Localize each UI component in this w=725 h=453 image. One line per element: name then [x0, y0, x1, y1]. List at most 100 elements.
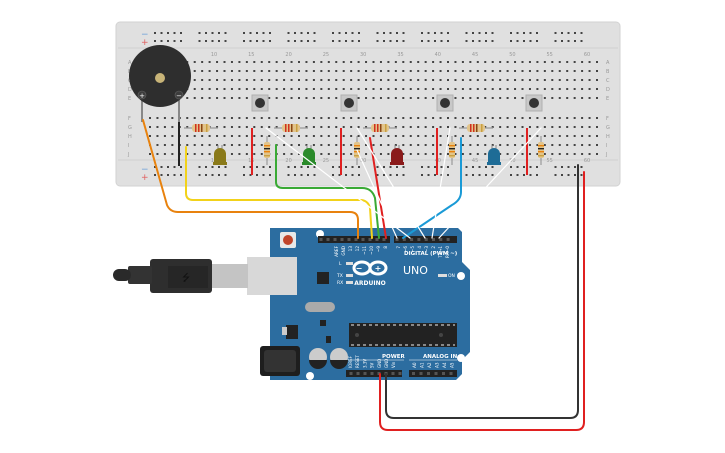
header-socket[interactable] — [402, 238, 406, 241]
pushbutton-1[interactable] — [251, 94, 269, 112]
terminal-hole — [387, 135, 390, 137]
header-socket[interactable] — [419, 372, 423, 375]
terminal-hole — [506, 70, 509, 72]
header-socket[interactable] — [439, 238, 443, 241]
terminal-hole — [588, 153, 591, 155]
header-socket[interactable] — [377, 372, 381, 375]
rail-hole — [383, 174, 385, 176]
terminal-hole — [387, 97, 390, 99]
header-socket[interactable] — [434, 372, 438, 375]
pushbutton-4[interactable] — [525, 94, 543, 112]
terminal-hole — [342, 61, 345, 63]
header-socket[interactable] — [395, 238, 399, 241]
rail-hole — [307, 40, 309, 42]
header-socket[interactable] — [412, 372, 415, 375]
digital-pin-label: 2 — [431, 246, 436, 249]
header-socket[interactable] — [347, 238, 351, 241]
rail-hole — [485, 40, 487, 42]
resistor[interactable] — [538, 136, 544, 165]
terminal-hole — [551, 97, 554, 99]
header-socket[interactable] — [417, 238, 421, 241]
header-socket[interactable] — [375, 238, 379, 241]
header-socket[interactable] — [410, 238, 414, 241]
header-socket[interactable] — [398, 372, 402, 375]
terminal-hole — [476, 97, 479, 99]
terminal-hole — [439, 144, 442, 146]
terminal-hole — [536, 61, 539, 63]
resistor[interactable] — [363, 124, 397, 132]
terminal-hole — [387, 79, 390, 81]
header-socket[interactable] — [382, 238, 386, 241]
analog-header — [409, 370, 457, 377]
terminal-hole — [573, 144, 576, 146]
terminal-hole — [402, 70, 405, 72]
terminal-hole — [432, 153, 435, 155]
terminal-hole — [156, 144, 159, 146]
header-socket[interactable] — [432, 238, 435, 241]
header-socket[interactable] — [340, 238, 344, 241]
reset-button-cap[interactable] — [283, 235, 293, 245]
pushbutton-3[interactable] — [436, 94, 454, 112]
header-socket[interactable] — [424, 238, 428, 241]
piezo-buzzer[interactable]: + − — [129, 45, 191, 122]
header-socket[interactable] — [333, 238, 337, 241]
terminal-hole — [298, 153, 300, 155]
power-pin-label: 5V — [370, 362, 375, 368]
terminal-hole — [491, 135, 494, 137]
terminal-hole — [402, 135, 405, 137]
resistor[interactable] — [274, 124, 308, 132]
terminal-hole — [193, 79, 196, 81]
led-green[interactable] — [302, 145, 316, 165]
header-socket[interactable] — [354, 238, 358, 241]
terminal-hole — [201, 88, 204, 90]
terminal-hole — [528, 88, 531, 90]
rail-hole — [300, 166, 303, 168]
terminal-hole — [335, 153, 338, 155]
terminal-hole — [573, 117, 576, 119]
rail-hole — [472, 40, 474, 42]
svg-text:−: − — [356, 264, 363, 273]
terminal-hole — [245, 61, 248, 63]
led-rx-label: RX — [337, 280, 343, 286]
terminal-hole — [298, 144, 300, 146]
usb-chip — [317, 272, 329, 284]
terminal-hole — [447, 79, 449, 81]
usb-cable[interactable]: ⭍ — [113, 259, 248, 293]
led-blue[interactable] — [487, 145, 501, 165]
resistor[interactable] — [459, 124, 493, 132]
row-letter: F — [606, 116, 609, 122]
terminal-hole — [320, 88, 323, 90]
pushbutton-2[interactable] — [340, 94, 358, 112]
header-socket[interactable] — [326, 238, 330, 241]
terminal-hole — [432, 79, 435, 81]
header-socket[interactable] — [368, 238, 372, 241]
resistor[interactable] — [184, 124, 218, 132]
header-socket[interactable] — [391, 372, 395, 375]
terminal-hole — [208, 97, 211, 99]
terminal-hole — [566, 88, 569, 90]
terminal-hole — [506, 135, 509, 137]
resistor[interactable] — [264, 136, 270, 165]
header-socket[interactable] — [349, 372, 353, 375]
breadboard: − + − + AABBCCDDEEFFGGHHIIJJ101015152020… — [115, 21, 621, 187]
digital-pin-label: ~3 — [424, 246, 429, 253]
header-socket[interactable] — [427, 372, 430, 375]
header-socket[interactable] — [442, 372, 445, 375]
header-socket[interactable] — [449, 372, 453, 375]
digital-header-left — [318, 236, 390, 243]
resistor[interactable] — [449, 136, 455, 165]
header-socket[interactable] — [370, 372, 374, 375]
rail-hole — [173, 174, 176, 176]
header-socket[interactable] — [446, 238, 450, 241]
led-yellow[interactable] — [213, 145, 227, 165]
header-socket[interactable] — [361, 238, 365, 241]
led-red[interactable] — [390, 145, 404, 165]
header-socket[interactable] — [319, 238, 323, 241]
terminal-hole — [394, 97, 397, 99]
rail-hole — [154, 32, 156, 34]
header-socket[interactable] — [356, 372, 360, 375]
terminal-hole — [320, 97, 323, 99]
header-socket[interactable] — [363, 372, 367, 375]
rail-hole — [262, 40, 265, 42]
